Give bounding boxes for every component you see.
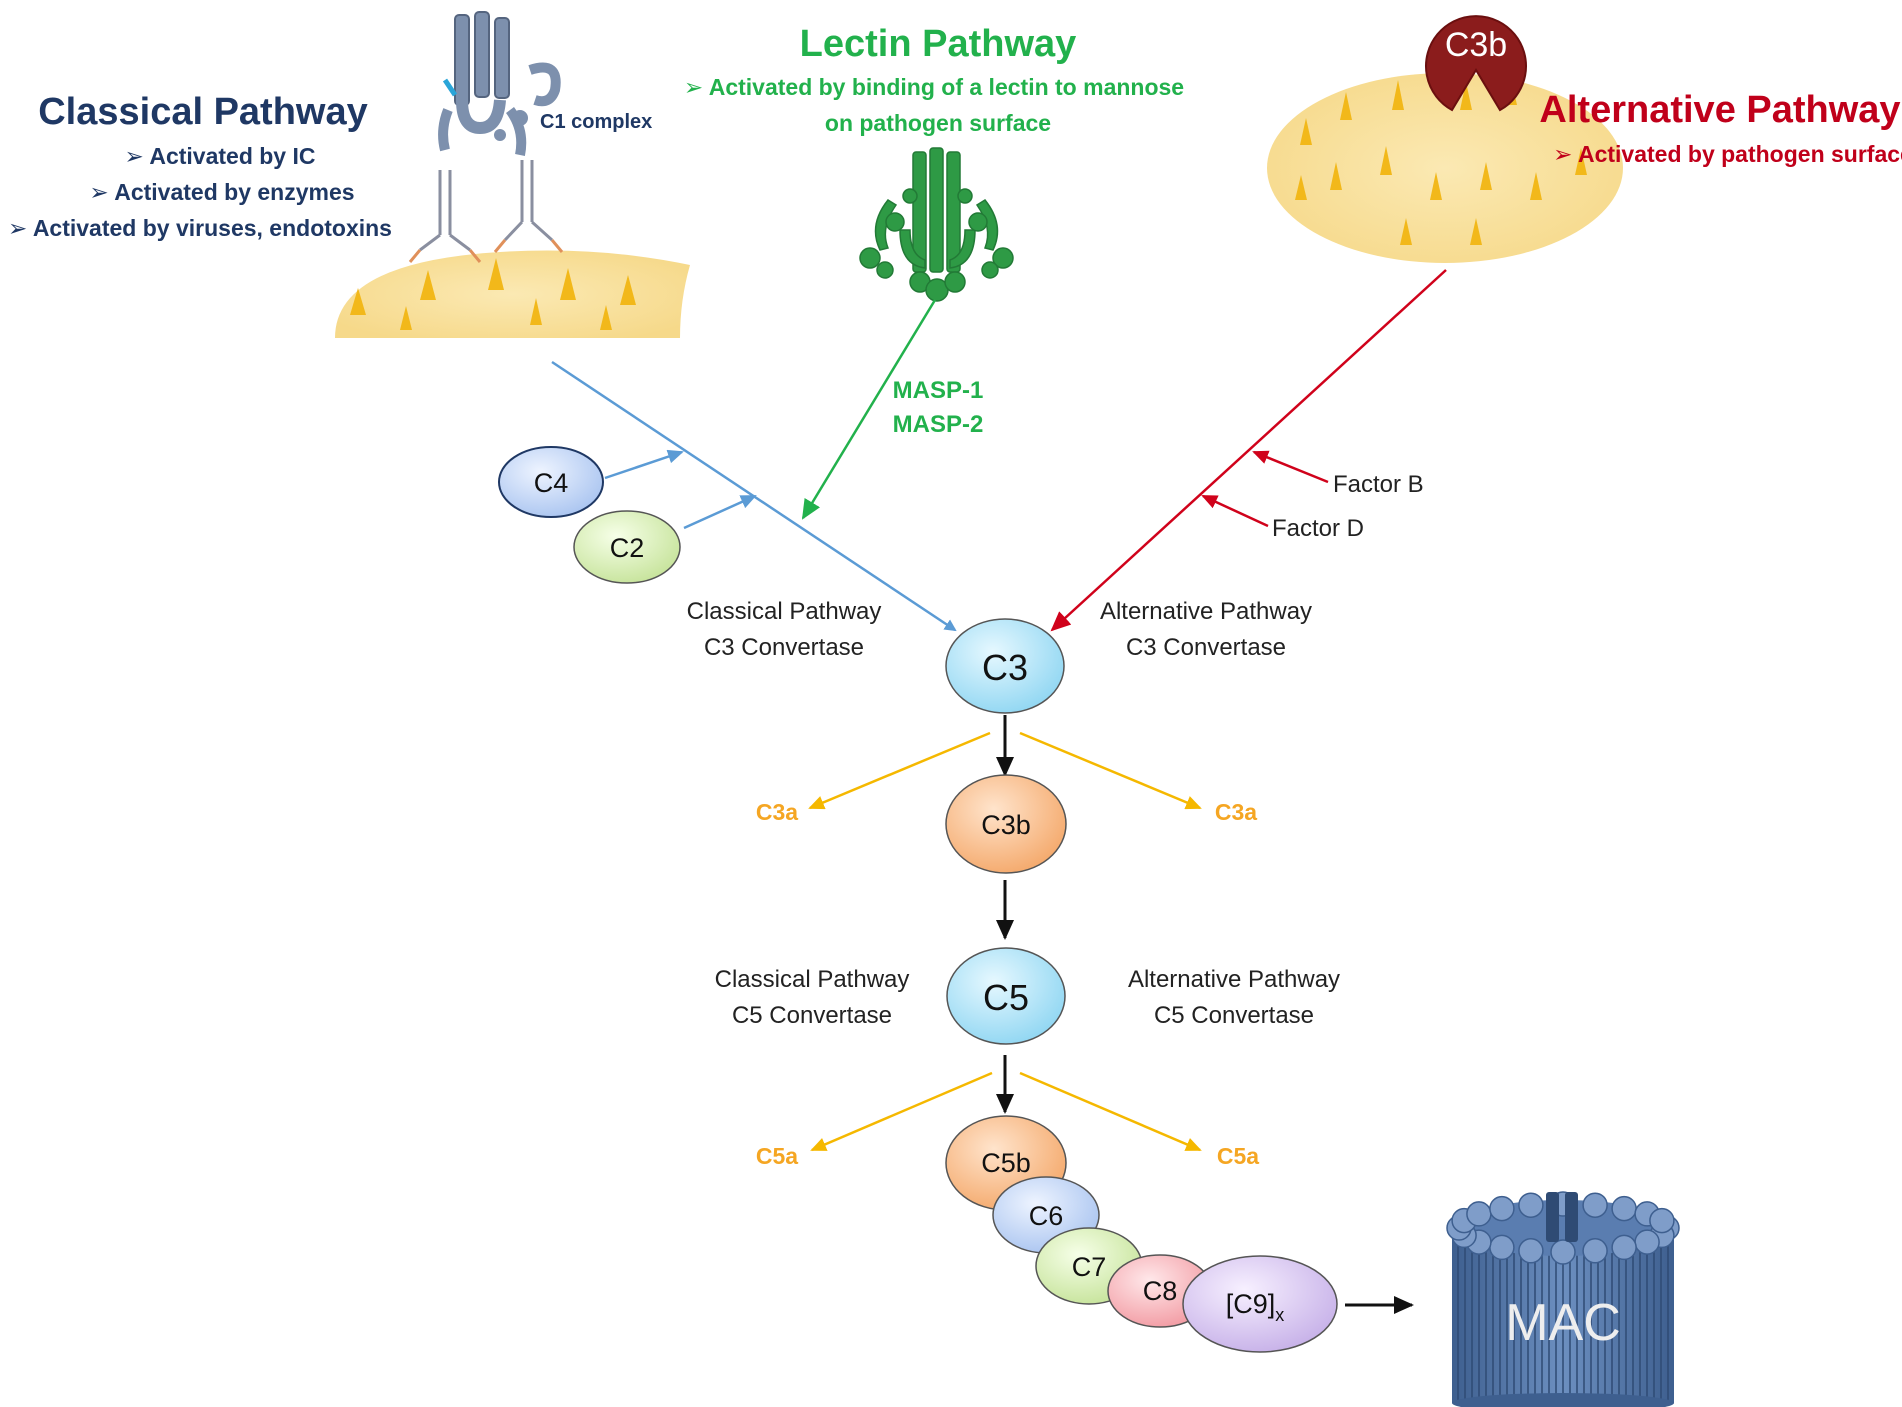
classical-bullet-3: ➢ Activated by viruses, endotoxins bbox=[8, 215, 392, 241]
c5-node: C5 bbox=[946, 947, 1066, 1045]
c5a-right-label: C5a bbox=[1217, 1143, 1259, 1169]
c1-complex-icon bbox=[408, 11, 564, 263]
alternative-bullet-1: ➢ Activated by pathogen surface bbox=[1553, 141, 1902, 167]
factor-b-arrow bbox=[1252, 450, 1329, 484]
classical-bullet-1: ➢ Activated by IC bbox=[125, 143, 316, 169]
c4-label: C4 bbox=[534, 468, 569, 498]
c1-complex-label: C1 complex bbox=[540, 111, 652, 133]
c9-label: [C9]x bbox=[1226, 1289, 1285, 1325]
mannose-binding-lectin-icon bbox=[859, 147, 1014, 302]
c3a-right-arrow bbox=[1019, 731, 1202, 810]
c3a-right-label: C3a bbox=[1215, 799, 1257, 825]
alternative-pathway-block: Alternative Pathway ➢ Activated by patho… bbox=[1539, 89, 1902, 167]
c7-label: C7 bbox=[1072, 1252, 1107, 1282]
c3a-left-arrow bbox=[808, 731, 991, 810]
c2-label: C2 bbox=[610, 533, 645, 563]
factor-d-label: Factor D bbox=[1272, 515, 1364, 542]
factor-b-label: Factor B bbox=[1333, 471, 1424, 498]
lectin-bullet-2: on pathogen surface bbox=[825, 110, 1051, 136]
c3-node: C3 bbox=[945, 618, 1065, 714]
alternative-c3-convertase-line1: Alternative Pathway bbox=[1100, 598, 1312, 625]
c5a-left-arrow bbox=[810, 1071, 993, 1152]
c5a-left-label: C5a bbox=[756, 1143, 798, 1169]
classical-c3-convertase-line1: Classical Pathway bbox=[687, 598, 882, 625]
lectin-arrow bbox=[801, 299, 937, 520]
classical-bullet-2: ➢ Activated by enzymes bbox=[89, 179, 354, 205]
c2-arrow bbox=[683, 494, 757, 530]
classical-c5-convertase-line1: Classical Pathway bbox=[715, 966, 910, 993]
alternative-c3-convertase-line2: C3 Convertase bbox=[1126, 634, 1286, 661]
mac-label: MAC bbox=[1505, 1294, 1621, 1352]
alternative-pathway-title: Alternative Pathway bbox=[1539, 89, 1900, 131]
c8-label: C8 bbox=[1143, 1276, 1178, 1306]
c3-label: C3 bbox=[982, 647, 1028, 688]
c3b-label: C3b bbox=[981, 810, 1031, 840]
c4-arrow bbox=[604, 449, 684, 480]
mac-pore-icon: MAC bbox=[1446, 1191, 1680, 1407]
c9-node: [C9]x bbox=[1182, 1255, 1338, 1353]
factor-d-arrow bbox=[1201, 494, 1269, 528]
c5-label: C5 bbox=[983, 977, 1029, 1018]
classical-c3-convertase-line2: C3 Convertase bbox=[704, 634, 864, 661]
c3b-node: C3b bbox=[945, 774, 1067, 874]
c4-node: C4 bbox=[498, 446, 604, 518]
alternative-main-arrow bbox=[1050, 269, 1447, 632]
alternative-c5-convertase-line1: Alternative Pathway bbox=[1128, 966, 1340, 993]
c6-label: C6 bbox=[1029, 1201, 1064, 1231]
classical-c5-convertase-line2: C5 Convertase bbox=[732, 1002, 892, 1029]
classical-pathway-block: Classical Pathway ➢ Activated by IC ➢ Ac… bbox=[8, 91, 392, 241]
classical-pathogen-surface bbox=[335, 250, 690, 338]
classical-pathway-title: Classical Pathway bbox=[38, 91, 368, 133]
masp-2-label: MASP-2 bbox=[893, 411, 984, 438]
lectin-pathway-title: Lectin Pathway bbox=[800, 23, 1077, 65]
alternative-c5-convertase-line2: C5 Convertase bbox=[1154, 1002, 1314, 1029]
c5a-right-arrow bbox=[1019, 1071, 1202, 1152]
c2-node: C2 bbox=[573, 510, 681, 584]
c5b-label: C5b bbox=[981, 1148, 1031, 1178]
lectin-bullet-1: ➢ Activated by binding of a lectin to ma… bbox=[684, 74, 1184, 100]
c3b-badge-label: C3b bbox=[1445, 26, 1507, 64]
masp-1-label: MASP-1 bbox=[893, 377, 984, 404]
c3a-left-label: C3a bbox=[756, 799, 798, 825]
c3b-badge: C3b bbox=[1425, 15, 1527, 112]
lectin-pathway-block: Lectin Pathway ➢ Activated by binding of… bbox=[684, 23, 1184, 136]
